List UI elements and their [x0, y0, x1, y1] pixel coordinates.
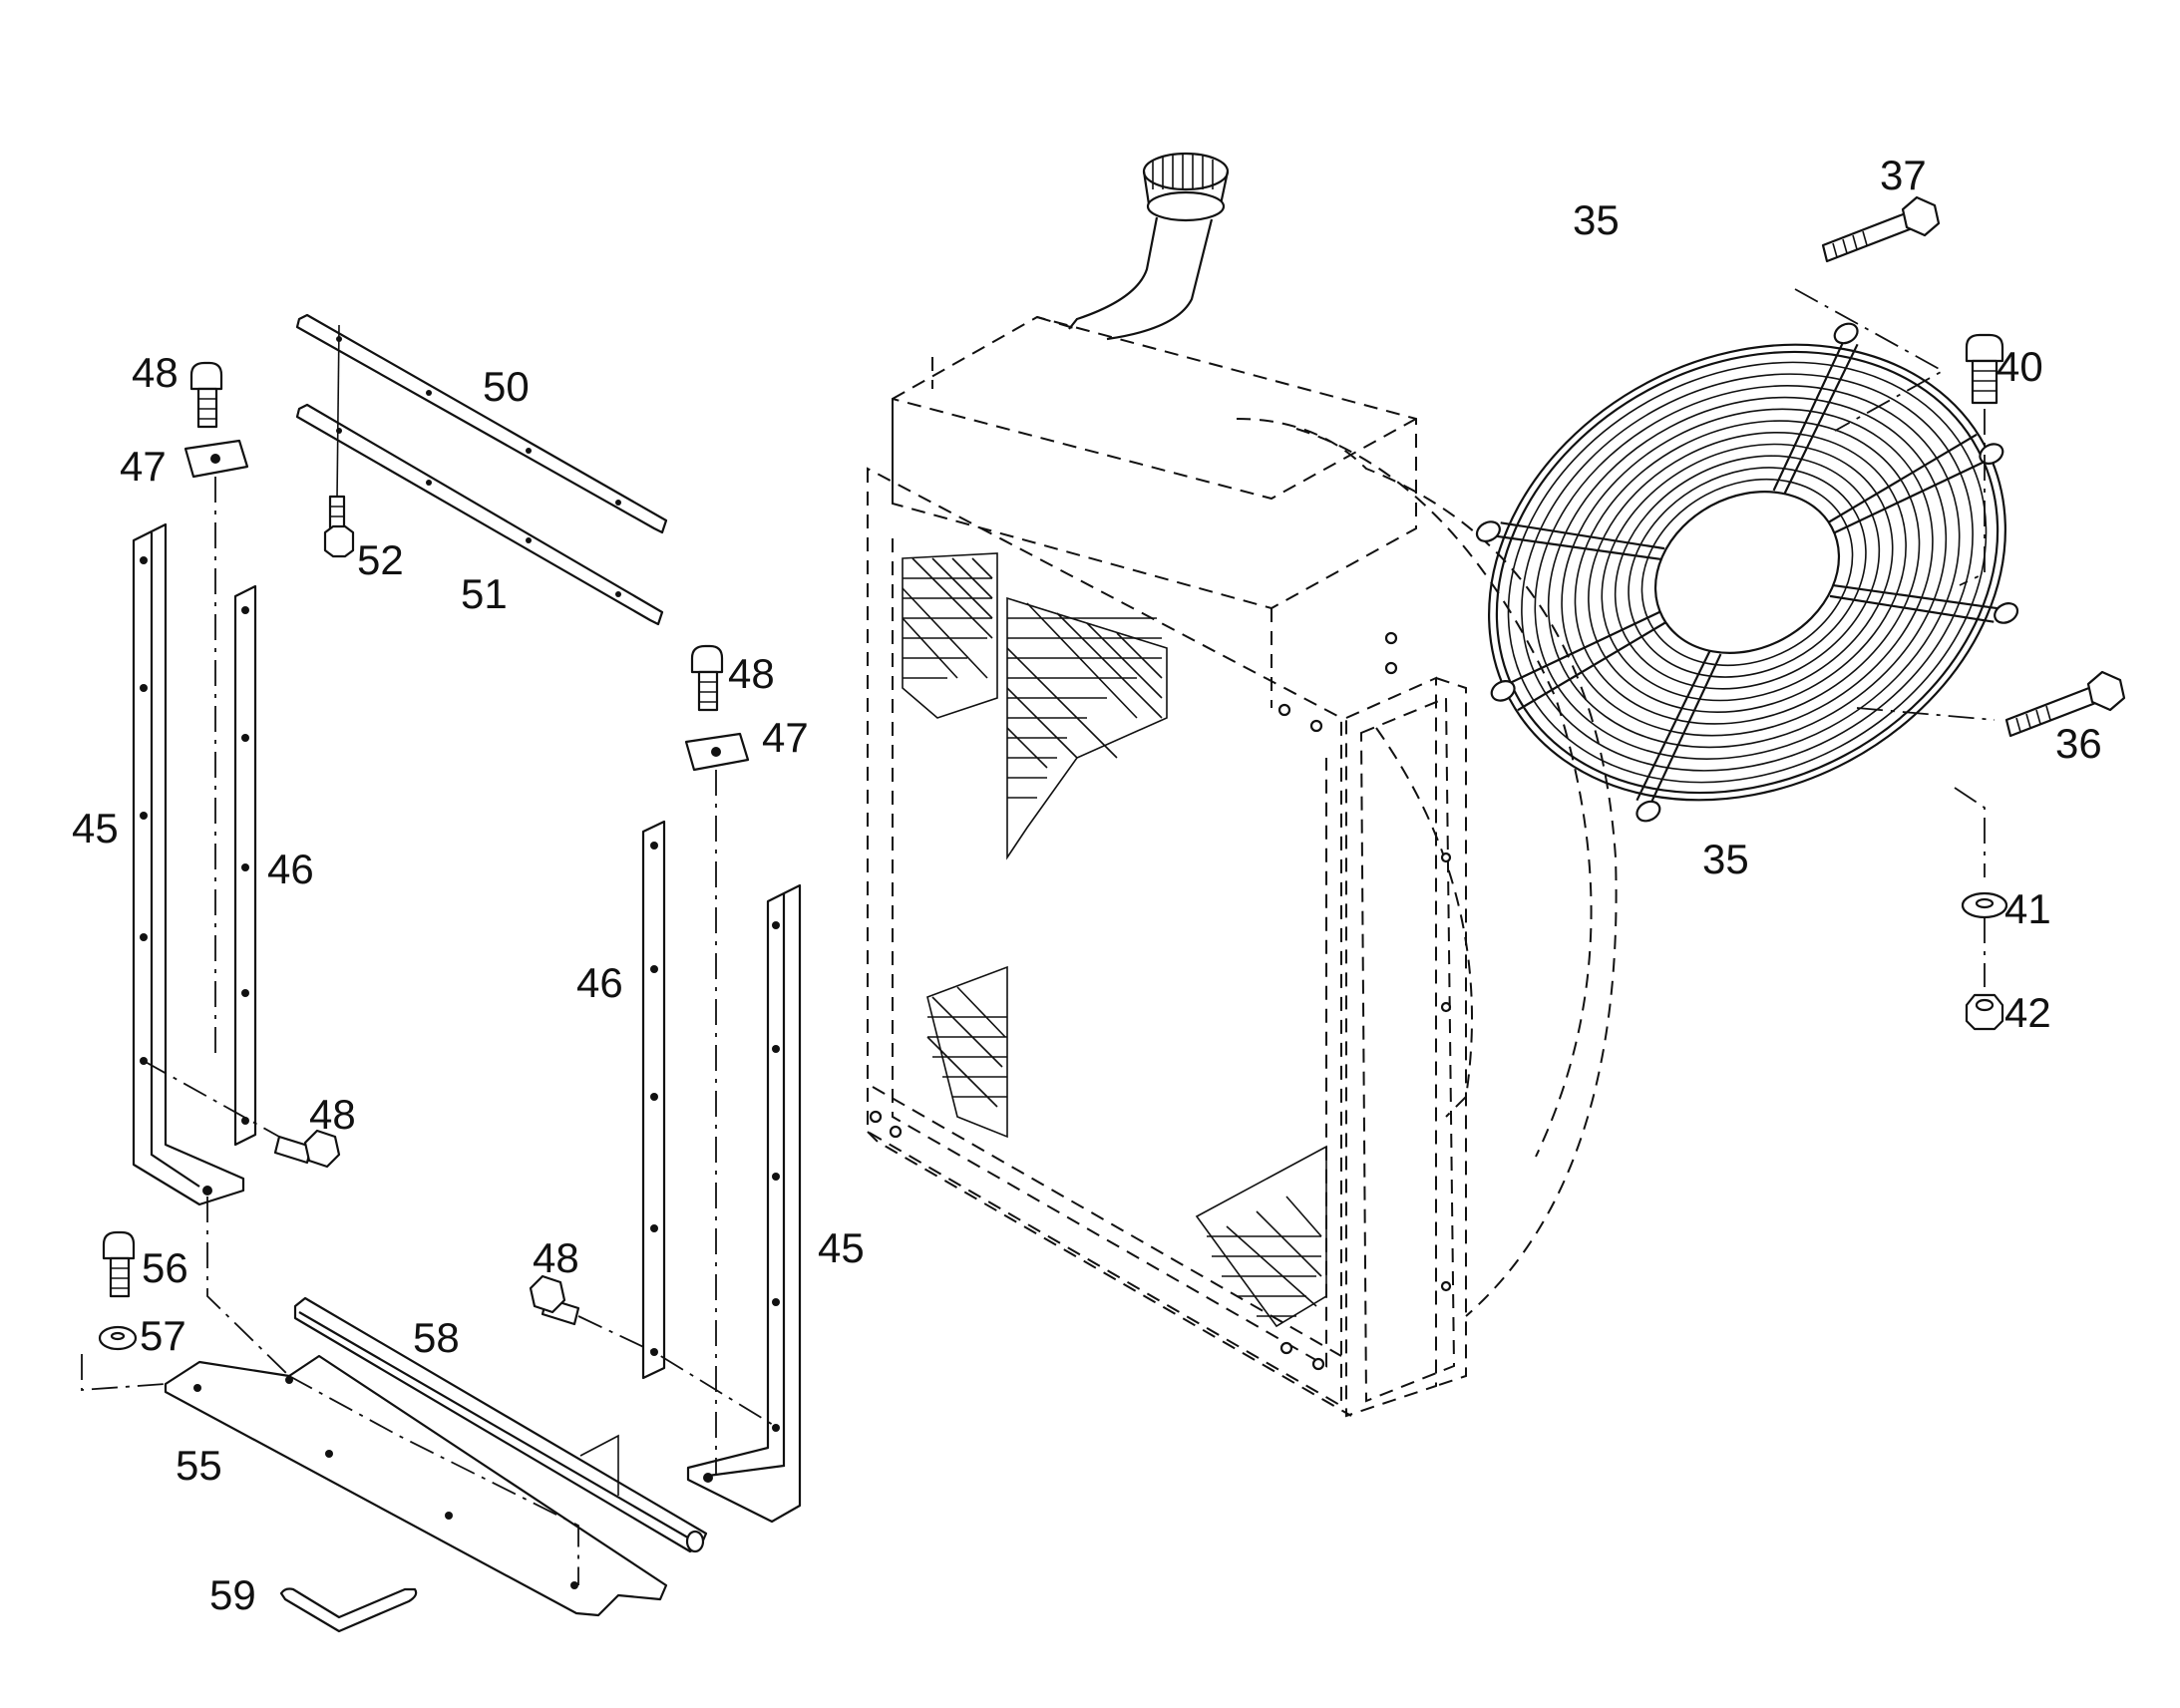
bracket-46-left: [233, 584, 257, 1147]
nut-42: [1965, 993, 2004, 1031]
label-36: 36: [2055, 720, 2102, 767]
plate-47-left: [183, 439, 249, 479]
label-37: 37: [1880, 152, 1927, 198]
fan-guard: [1475, 322, 2019, 823]
radiator-core-mesh: [902, 552, 1327, 1328]
bracket-45-left: [132, 522, 245, 1206]
bolt-40: [1965, 333, 2004, 405]
bolt-48-mid: [273, 1129, 341, 1169]
bolt-36: [2004, 670, 2126, 738]
label-57: 57: [140, 1312, 186, 1359]
label-41: 41: [2004, 885, 2051, 932]
washer-41: [1961, 891, 2008, 919]
label-51: 51: [461, 570, 508, 617]
bolt-48-bottom: [529, 1274, 580, 1326]
label-52: 52: [357, 536, 404, 583]
label-42: 42: [2004, 989, 2051, 1036]
label-59: 59: [209, 1571, 256, 1618]
label-50: 50: [483, 363, 530, 410]
label-55: 55: [176, 1442, 222, 1489]
bolt-37: [1821, 195, 1941, 263]
screw-52: [323, 495, 355, 558]
label-48-bottom: 48: [533, 1234, 579, 1281]
filler-cap: [1068, 152, 1230, 341]
part-59: [279, 1587, 418, 1633]
bolt-48-top-right: [690, 644, 724, 712]
radiator-frame-holes: [869, 631, 1452, 1371]
bracket-45-right: [686, 883, 802, 1524]
label-47-left: 47: [120, 443, 167, 490]
rail-58: [293, 1296, 708, 1553]
label-40: 40: [1997, 343, 2043, 390]
bracket-46-right: [641, 820, 666, 1380]
bolt-48-top-left: [189, 361, 223, 429]
label-46-left: 46: [267, 846, 314, 892]
label-35-bottom: 35: [1702, 836, 1749, 882]
label-48-top-left: 48: [132, 349, 179, 396]
label-58: 58: [413, 1314, 460, 1361]
label-48-top-right: 48: [728, 650, 775, 697]
label-45-right: 45: [818, 1224, 865, 1271]
label-35-top: 35: [1573, 196, 1620, 243]
strip-50: [295, 313, 668, 534]
strip-51: [295, 403, 664, 626]
callout-labels: 35 35 36 37 40 41 42 45 45 46 46 47 47 4…: [72, 152, 2102, 1618]
label-45-left: 45: [72, 805, 119, 852]
plate-47-right: [684, 732, 750, 772]
label-48-mid: 48: [309, 1091, 356, 1138]
radiator-assembly: [867, 152, 1618, 1418]
label-56: 56: [142, 1244, 188, 1291]
label-47-right: 47: [762, 714, 809, 761]
label-46-right: 46: [576, 959, 623, 1006]
washer-57: [98, 1325, 138, 1351]
bolt-56: [102, 1230, 136, 1298]
